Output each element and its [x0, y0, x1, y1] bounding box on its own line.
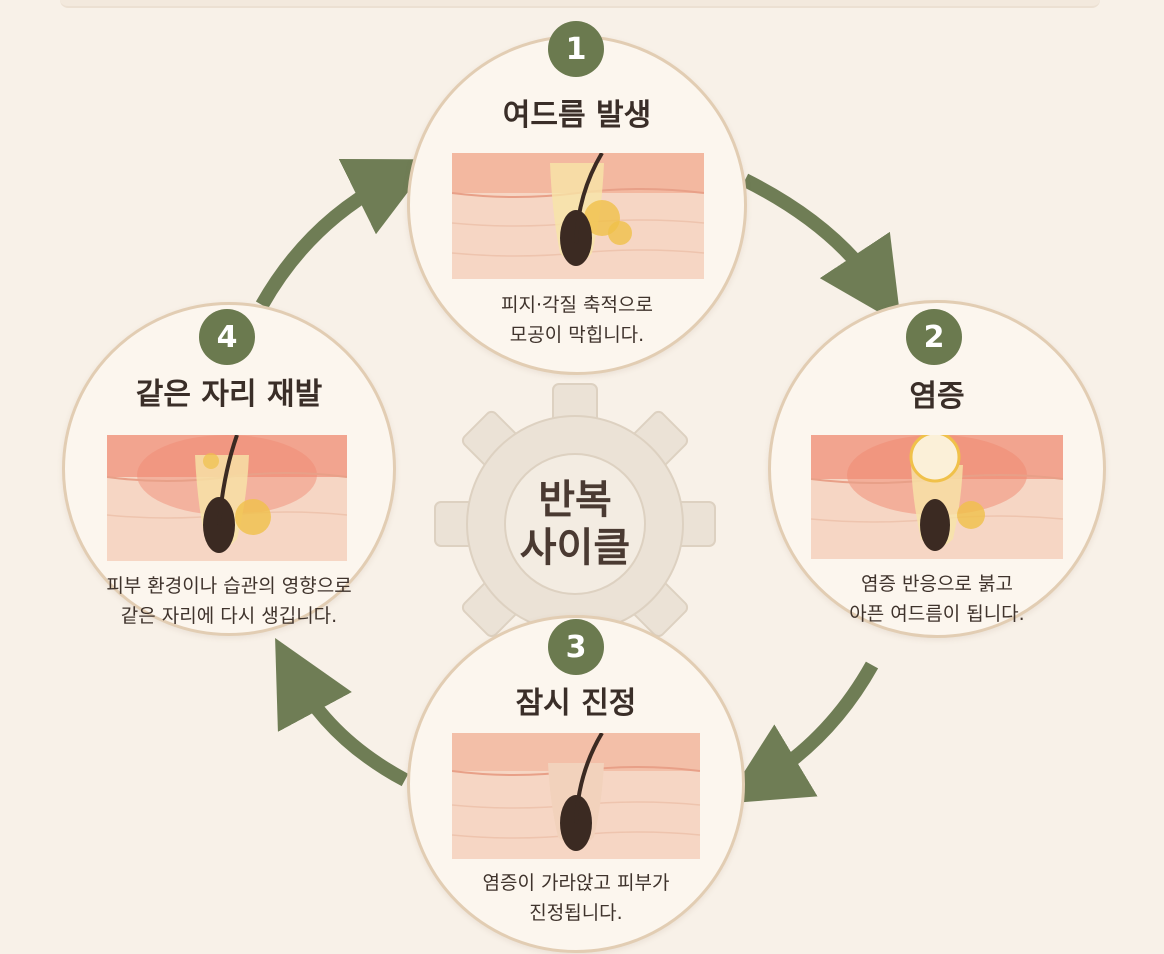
stage-description: 염증 반응으로 붉고 아픈 여드름이 됩니다. [771, 569, 1103, 629]
skin-cross-section-icon [452, 733, 700, 859]
stage-desc-line1: 염증이 가라앉고 피부가 [482, 872, 670, 894]
stage-desc-line2: 아픈 여드름이 됩니다. [849, 603, 1025, 625]
center-label-line2: 사이클 [519, 525, 631, 571]
stage-desc-line2: 모공이 막힙니다. [509, 324, 645, 346]
stage-title: 여드름 발생 [502, 98, 652, 133]
stage-description: 피지·각질 축적으로 모공이 막힙니다. [410, 290, 744, 350]
arrow-1-to-2 [741, 173, 902, 326]
stage-1-circle: 여드름 발생 피지·각질 축적으로 모공이 막힙니다. [407, 35, 747, 375]
stage-desc-line1: 피부 환경이나 습관의 영향으로 [106, 575, 352, 597]
stage-title: 같은 자리 재발 [135, 377, 323, 412]
stage-desc-line2: 같은 자리에 다시 생깁니다. [120, 605, 338, 627]
stage-desc-line1: 염증 반응으로 붉고 [861, 573, 1013, 595]
top-decor-band [60, 0, 1100, 8]
stage-4-badge: 4 [199, 309, 255, 365]
stage-2-badge: 2 [906, 309, 962, 365]
center-label: 반복 사이클 [434, 383, 716, 665]
arrow-2-to-3 [723, 661, 879, 804]
skin-cross-section-icon [452, 153, 704, 279]
arrow-3-to-4 [275, 638, 409, 787]
stage-description: 염증이 가라앉고 피부가 진정됩니다. [410, 868, 742, 928]
stage-title: 잠시 진정 [515, 686, 637, 721]
skin-cross-section-icon [107, 435, 347, 561]
arrow-4-to-1 [255, 158, 433, 309]
stage-title: 염증 [909, 379, 965, 414]
skin-cross-section-icon [811, 435, 1063, 559]
stage-desc-line1: 피지·각질 축적으로 [501, 294, 653, 316]
center-label-line1: 반복 [538, 477, 612, 523]
stage-3-badge: 3 [548, 619, 604, 675]
stage-desc-line2: 진정됩니다. [529, 902, 623, 924]
stage-description: 피부 환경이나 습관의 영향으로 같은 자리에 다시 생깁니다. [65, 571, 393, 631]
hair-follicle-icon [920, 499, 950, 551]
stage-1-badge: 1 [548, 21, 604, 77]
stage-2-circle: 염증 염증 반응으로 붉고 아픈 여드름이 됩니다. [768, 300, 1106, 638]
gear-icon [434, 383, 716, 665]
